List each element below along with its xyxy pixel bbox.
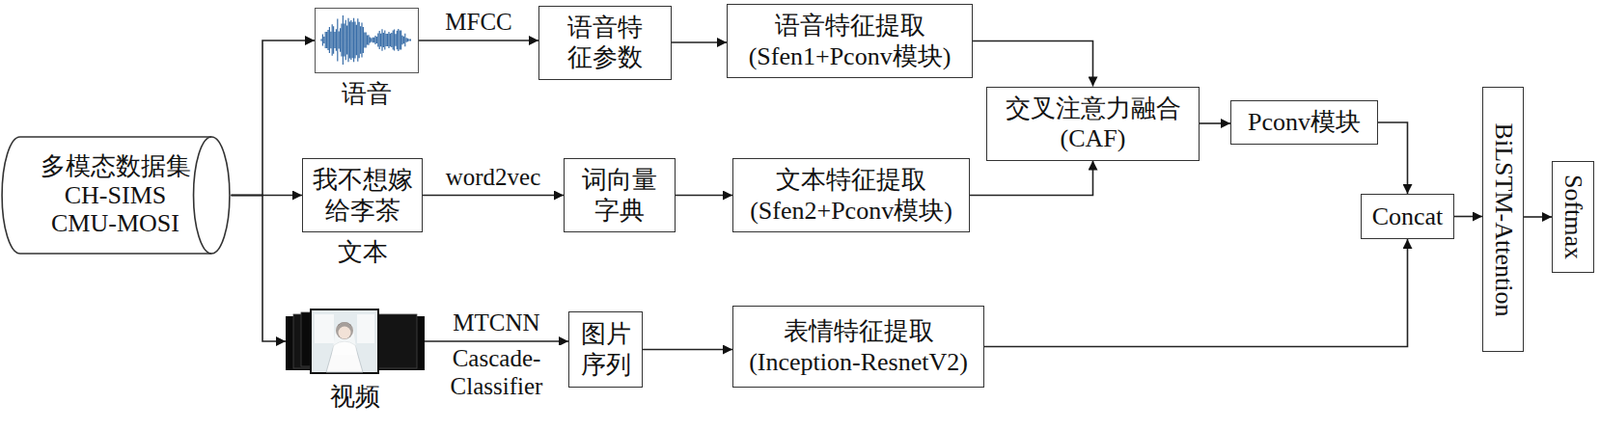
connector	[984, 239, 1408, 348]
video-node: 视频	[285, 306, 425, 413]
dataset-text: 多模态数据集	[40, 152, 192, 182]
connector	[1454, 216, 1483, 219]
text-sample-box: 我不想嫁给李茶	[302, 158, 423, 233]
box-text: (CAF)	[1060, 123, 1127, 154]
vertical-box: Softmax	[1551, 161, 1595, 274]
connector	[1523, 216, 1552, 219]
connector	[1378, 122, 1408, 194]
edge-label: MTCNN	[450, 309, 542, 338]
connector	[969, 161, 1094, 196]
box-text: (Sfen2+Pconv模块)	[749, 195, 953, 226]
connector	[671, 41, 727, 44]
photo-window	[314, 314, 334, 344]
connector	[972, 41, 1094, 87]
dataset-text: CH-SIMS	[64, 181, 166, 211]
box-text: (Inception-ResnetV2)	[748, 347, 968, 378]
connector	[418, 39, 539, 42]
box-text: 图片序列	[579, 319, 633, 380]
modality-label: 语音	[341, 79, 392, 110]
process-box: Pconv模块	[1230, 100, 1379, 145]
edge-label: word2vec	[443, 164, 544, 193]
cylinder-body	[1, 137, 230, 254]
video-photo	[310, 309, 379, 374]
connector	[424, 340, 569, 343]
box-text: 表情特征提取	[783, 316, 935, 347]
photo-veil	[331, 322, 358, 356]
vertical-text: BiLSTM-Attention	[1488, 122, 1518, 317]
box-text: 词向量字典	[580, 165, 660, 225]
process-box: 词向量字典	[563, 158, 676, 233]
waveform-picture	[314, 7, 419, 74]
process-box: 表情特征提取(Inception-ResnetV2)	[732, 305, 985, 388]
text-sample-node: 我不想嫁给李茶文本	[303, 158, 421, 268]
vertical-box: BiLSTM-Attention	[1482, 86, 1524, 353]
connector	[675, 194, 733, 197]
video-picture	[285, 306, 425, 377]
connector	[642, 349, 733, 352]
dataset-cylinder: 多模态数据集CH-SIMSCMU-MOSI	[0, 135, 232, 256]
process-box: 交叉注意力融合(CAF)	[986, 86, 1200, 162]
vertical-text: Softmax	[1557, 174, 1588, 260]
box-text: 文本特征提取	[775, 165, 927, 195]
connector	[1199, 122, 1231, 125]
process-box: 语音特征提取(Sfen1+Pconv模块)	[726, 3, 973, 79]
box-text: 语音特征提取	[774, 10, 926, 41]
waveform-trace	[321, 15, 411, 65]
modality-label: 视频	[330, 382, 381, 413]
speech-node: 语音	[314, 7, 419, 110]
dataset-text: CMU-MOSI	[51, 209, 180, 239]
box-text: 交叉注意力融合	[1005, 93, 1182, 124]
box-text: Concat	[1372, 201, 1444, 232]
waveform-icon	[315, 8, 417, 72]
process-box: 文本特征提取(Sfen2+Pconv模块)	[732, 158, 970, 233]
photo-window	[357, 314, 375, 344]
connector	[231, 195, 287, 343]
annotation-label: Cascade-Classifier	[427, 345, 567, 402]
video-frames-icon	[285, 306, 425, 377]
box-text: Pconv模块	[1247, 107, 1361, 138]
box-text: 语音特征参数	[566, 12, 645, 73]
sample-text: 我不想嫁给李茶	[310, 165, 414, 225]
cylinder-face	[193, 137, 212, 254]
edge-label: MFCC	[442, 8, 514, 37]
process-box: 图片序列	[568, 311, 643, 388]
connector	[422, 194, 564, 197]
process-box: Concat	[1360, 193, 1455, 240]
box-text: (Sfen1+Pconv模块)	[748, 41, 952, 72]
modality-label: 文本	[337, 237, 388, 268]
process-box: 语音特征参数	[538, 5, 672, 81]
